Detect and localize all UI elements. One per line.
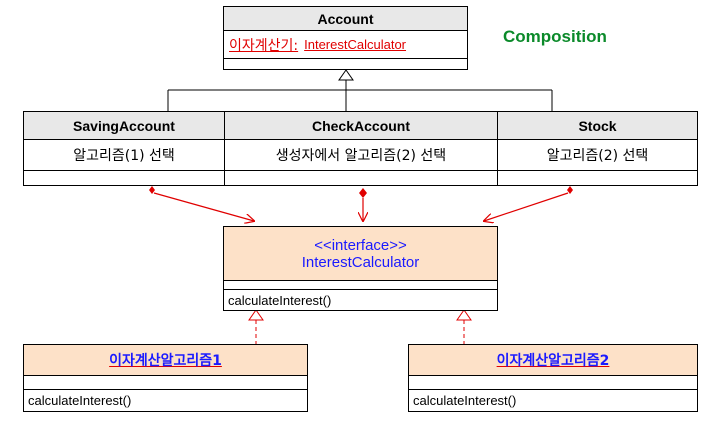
algorithm-1-header: 이자계산알고리즘1 (24, 345, 307, 376)
composition-label: Composition (503, 27, 607, 46)
interface-header: <<interface>> InterestCalculator (224, 227, 497, 281)
generalization-to-account (167, 69, 553, 111)
saving-account-operations (24, 171, 224, 185)
check-account-attribute: 생성자에서 알고리즘(2) 선택 (225, 140, 497, 171)
account-operations (224, 59, 467, 69)
algorithm-2-name: 이자계산알고리즘2 (496, 353, 610, 369)
algorithm-2-header: 이자계산알고리즘2 (409, 345, 697, 376)
saving-account-class[interactable]: SavingAccount 알고리즘(1) 선택 (23, 111, 225, 186)
interface-name: InterestCalculator (301, 253, 420, 271)
algorithm-1-class[interactable]: 이자계산알고리즘1 calculateInterest() (23, 344, 308, 412)
interface-operation: calculateInterest() (224, 290, 497, 310)
stock-name: Stock (498, 112, 697, 140)
stock-class[interactable]: Stock 알고리즘(2) 선택 (497, 111, 698, 186)
interest-calculator-interface[interactable]: <<interface>> InterestCalculator calcula… (223, 226, 498, 311)
account-class-name: Account (224, 7, 467, 31)
saving-account-attribute: 알고리즘(1) 선택 (24, 140, 224, 171)
realization-algo1 (248, 309, 264, 344)
composition-saving-to-interface (149, 186, 254, 221)
algorithm-2-attributes (409, 376, 697, 390)
check-account-class[interactable]: CheckAccount 생성자에서 알고리즘(2) 선택 (224, 111, 498, 186)
composition-check-to-interface (359, 188, 367, 221)
algorithm-1-attributes (24, 376, 307, 390)
algorithm-2-operation: calculateInterest() (413, 393, 517, 408)
check-account-name: CheckAccount (225, 112, 497, 140)
stock-operations (498, 171, 697, 185)
interface-attributes (224, 281, 497, 290)
composition-stock-to-interface (484, 186, 573, 221)
check-account-operations (225, 171, 497, 185)
stock-attribute: 알고리즘(2) 선택 (498, 140, 697, 171)
saving-account-name: SavingAccount (24, 112, 224, 140)
account-attribute: 이자계산기: InterestCalculator (224, 31, 467, 59)
account-class[interactable]: Account 이자계산기: InterestCalculator (223, 6, 468, 70)
account-attribute-type: InterestCalculator (304, 37, 407, 52)
algorithm-1-name: 이자계산알고리즘1 (109, 353, 222, 369)
interface-stereotype: <<interface>> (314, 236, 407, 254)
algorithm-1-operation: calculateInterest() (28, 393, 132, 408)
realization-algo2 (456, 309, 472, 344)
algorithm-2-class[interactable]: 이자계산알고리즘2 calculateInterest() (408, 344, 698, 412)
account-attribute-label: 이자계산기: (229, 37, 299, 54)
